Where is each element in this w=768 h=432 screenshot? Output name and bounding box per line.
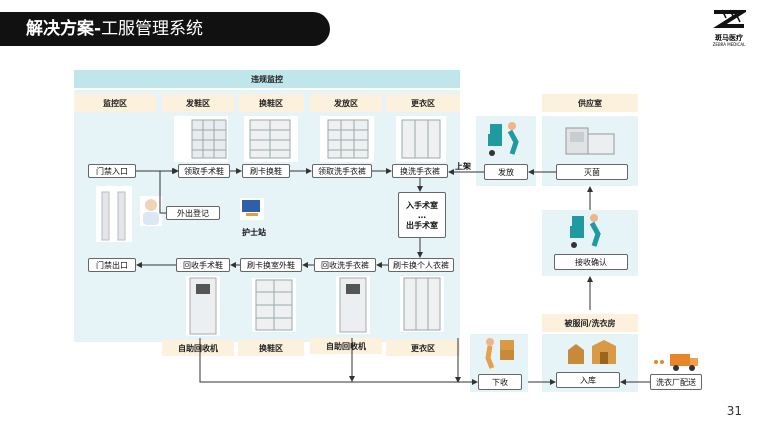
- label-self-return-2: 自助回收机: [310, 338, 382, 354]
- get-shoes-node: 领取手术鞋: [178, 164, 230, 178]
- title-rest: 工服管理系统: [101, 19, 204, 39]
- laundry-delivery-node: 洗衣厂配送: [650, 374, 702, 390]
- receive-worker-image: [566, 212, 610, 250]
- sterilizer-image: [562, 122, 618, 158]
- computer-icon: [242, 200, 260, 216]
- zone-shoe-change: 换鞋区: [238, 94, 304, 112]
- changing-locker-bottom-image: [400, 276, 444, 332]
- zone-shoe-issue: 发鞋区: [162, 94, 234, 112]
- brand-logo: 斑马医疗 ZEBRA MEDICAL: [706, 8, 752, 47]
- locker-icon: [255, 279, 293, 331]
- return-shoes-node: 回收手术鞋: [176, 258, 230, 272]
- logo-text: 斑马医疗: [715, 34, 743, 42]
- delivery-truck-icon: [654, 354, 698, 371]
- get-clothes-node: 领取洗手衣裤: [312, 164, 372, 178]
- nurse-station-image: [240, 198, 264, 220]
- laundry-room-header: 被服间/洗衣房: [542, 314, 638, 332]
- security-gate-icon: [101, 191, 126, 241]
- to-or-label: 入手术室: [406, 200, 438, 210]
- nurse-icon: [143, 199, 159, 225]
- worker-boxes-icon: [485, 338, 514, 369]
- locker-icon: [401, 119, 441, 159]
- swipe-personal-node: 刷卡换个人衣裤: [388, 258, 454, 272]
- nurse-avatar-image: [140, 196, 162, 226]
- self-return-machine-image-2: [336, 276, 370, 334]
- worker-cart-icon: [570, 214, 601, 248]
- shelve-label: 上架: [455, 161, 471, 171]
- zone-clothes-issue: 发放区: [310, 94, 382, 112]
- locker-icon: [403, 277, 441, 331]
- from-or-label: 出手术室: [406, 220, 438, 230]
- shoe-change-locker-image: [244, 116, 298, 162]
- locker-icon: [249, 119, 291, 159]
- ellipsis-label: …: [418, 210, 426, 220]
- gate-out-node: 门禁出口: [88, 258, 136, 272]
- swipe-shoes-node: 刷卡换鞋: [242, 164, 290, 178]
- dispatch-worker-image: [484, 120, 528, 158]
- self-return-machine-image-1: [186, 276, 220, 336]
- clothes-locker-image: [320, 116, 374, 162]
- dispatch-node: 发放: [484, 164, 528, 180]
- change-scrubs-node: 换洗手衣裤: [392, 164, 448, 178]
- warehouse-in-node: 入库: [556, 372, 620, 388]
- return-scrubs-node: 回收洗手衣裤: [314, 258, 376, 272]
- security-gate-image: [96, 186, 132, 242]
- shoe-locker-icon: [191, 119, 227, 159]
- zone-supply: 供应室: [542, 94, 638, 112]
- page-number: 31: [726, 404, 742, 418]
- sterilize-node: 灭菌: [556, 164, 628, 180]
- logo-subtext: ZEBRA MEDICAL: [712, 42, 746, 47]
- zone-changing: 更衣区: [386, 94, 460, 112]
- locker-icon: [327, 119, 369, 159]
- shoe-locker-image: [174, 116, 228, 162]
- title-bold: 解决方案-: [26, 19, 102, 39]
- unload-node: 下收: [478, 374, 522, 390]
- return-machine-icon: [339, 277, 367, 333]
- warehouse-image: [560, 336, 620, 368]
- monitor-banner: 违规监控: [74, 70, 460, 88]
- gate-in-node: 门禁入口: [88, 164, 136, 178]
- sterilizer-icon: [565, 127, 615, 155]
- label-shoe-change-bottom: 换鞋区: [238, 340, 304, 356]
- nurse-station-label: 护士站: [242, 227, 266, 237]
- or-passage-node: 入手术室 … 出手术室: [398, 192, 446, 238]
- unload-worker-image: [478, 336, 522, 370]
- return-machine-icon: [189, 277, 217, 335]
- swipe-outer-node: 刷卡换室外鞋: [240, 258, 302, 272]
- shoe-locker-bottom-image: [252, 278, 296, 332]
- page-title: 解决方案-工服管理系统: [0, 12, 330, 46]
- exit-register-node: 外出登记: [166, 206, 220, 220]
- label-changing-bottom: 更衣区: [386, 340, 460, 356]
- delivery-truck-image: [650, 350, 702, 372]
- receive-confirm-node: 接收确认: [554, 254, 628, 270]
- warehouse-boxes-icon: [568, 340, 616, 364]
- worker-cart-icon: [488, 122, 519, 156]
- label-self-return-1: 自助回收机: [162, 340, 234, 356]
- zebra-logo-icon: [713, 9, 749, 28]
- zone-monitor: 监控区: [74, 94, 156, 112]
- changing-locker-image: [396, 116, 446, 162]
